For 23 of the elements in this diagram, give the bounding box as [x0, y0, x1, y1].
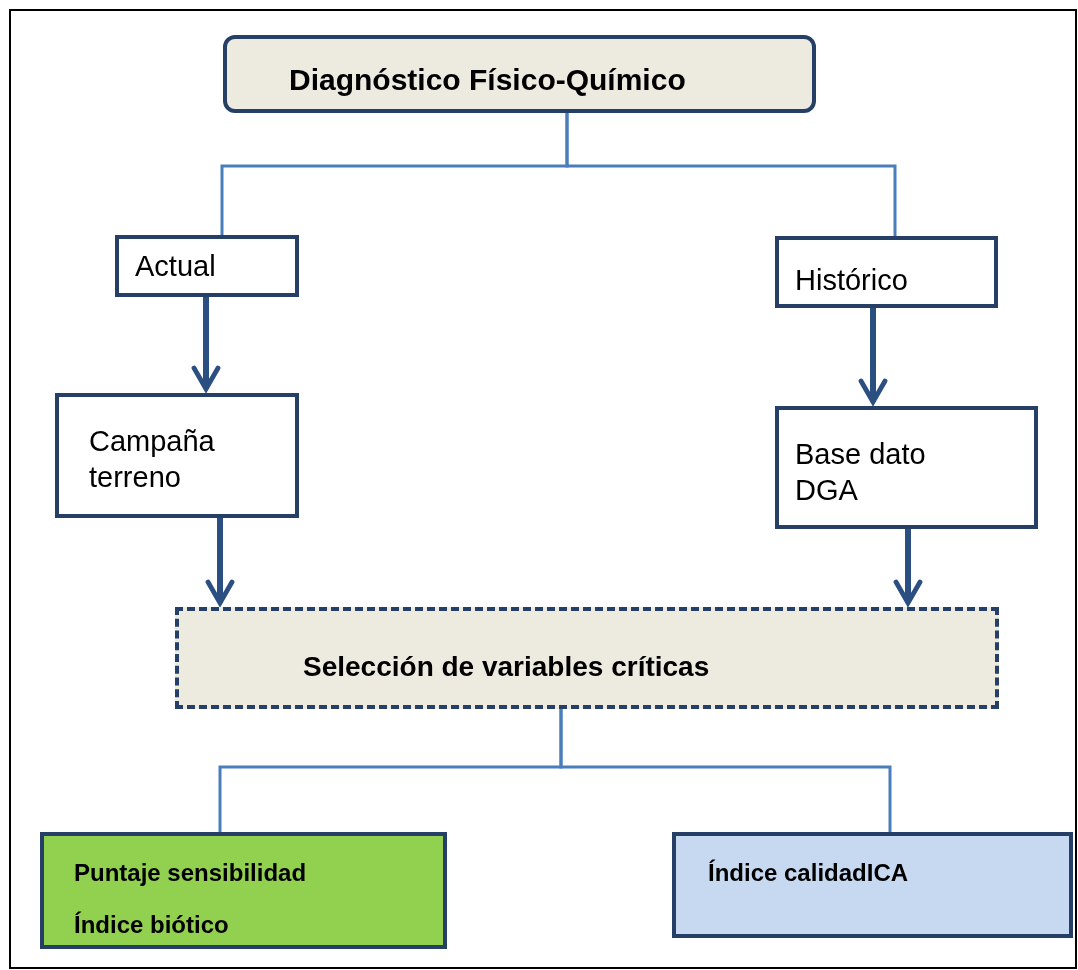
- process-box: [775, 406, 1038, 529]
- node-label: Base dato DGA: [795, 437, 927, 509]
- process-box: [115, 235, 299, 297]
- arrow: [205, 518, 235, 606]
- title-box: [223, 35, 816, 113]
- node-label: Índice calidadICA: [708, 858, 909, 888]
- node-label: Selección de variables críticas: [303, 650, 710, 684]
- arrow: [858, 308, 888, 405]
- node-label: Diagnóstico Físico-Químico: [289, 62, 686, 98]
- node-label: Histórico: [795, 263, 908, 298]
- process-box: [775, 236, 998, 308]
- node-label: Actual: [135, 249, 216, 284]
- arrow: [893, 529, 923, 606]
- node-label: Campaña terreno: [89, 424, 216, 496]
- process-box: [175, 607, 999, 709]
- result-box: [672, 832, 1073, 938]
- result-box: [40, 832, 447, 949]
- node-label: Puntaje sensibilidad: [74, 858, 307, 888]
- process-box: [55, 393, 299, 518]
- node-label: Índice biótico: [74, 910, 229, 940]
- arrow: [191, 297, 221, 392]
- connector-line: [559, 709, 892, 832]
- connector-line: [565, 113, 897, 236]
